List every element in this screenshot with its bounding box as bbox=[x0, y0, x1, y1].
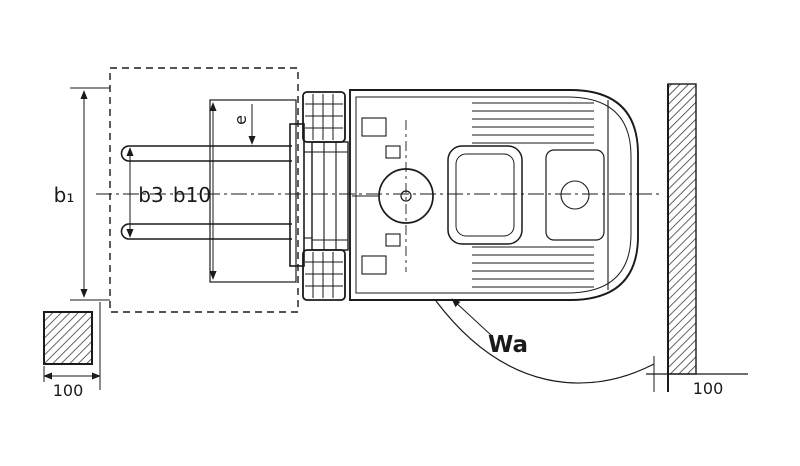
fork-carriage bbox=[289, 123, 305, 267]
right-wall: 100 bbox=[646, 83, 748, 398]
drive-wheel-bottom bbox=[302, 249, 346, 301]
operator-seat bbox=[447, 145, 523, 245]
wall-clearance-label: 100 bbox=[693, 379, 724, 398]
engine-slats-bottom bbox=[472, 246, 594, 288]
dashboard-details bbox=[361, 117, 401, 275]
dim-e: e bbox=[231, 104, 256, 145]
dim-b3: b3 bbox=[126, 147, 164, 238]
e-label: e bbox=[231, 115, 250, 125]
engine-slats-top bbox=[472, 102, 594, 144]
steering-wheel bbox=[352, 120, 434, 272]
engine-block bbox=[545, 149, 605, 241]
wa-leader-line bbox=[451, 298, 493, 337]
b10-label: b10 bbox=[173, 183, 211, 207]
dim-b10: b10 bbox=[173, 102, 217, 280]
turning-radius-arc bbox=[435, 300, 655, 384]
b1-label: b₁ bbox=[54, 183, 75, 207]
chassis-outline bbox=[349, 89, 639, 301]
mast-assembly bbox=[304, 141, 349, 251]
left-block-dim-label: 100 bbox=[53, 381, 84, 400]
drive-wheel-top bbox=[302, 91, 346, 143]
b3-label: b3 bbox=[138, 183, 163, 207]
fork-top bbox=[120, 145, 292, 162]
dim-wa: Wa bbox=[435, 298, 655, 384]
load-backrest bbox=[209, 99, 297, 283]
dim-b1: b₁ bbox=[54, 87, 110, 301]
forklift-top-view bbox=[302, 89, 639, 301]
fork-bottom bbox=[120, 223, 292, 240]
left-obstacle-block: 100 bbox=[43, 302, 101, 400]
wa-label: Wa bbox=[488, 332, 528, 358]
